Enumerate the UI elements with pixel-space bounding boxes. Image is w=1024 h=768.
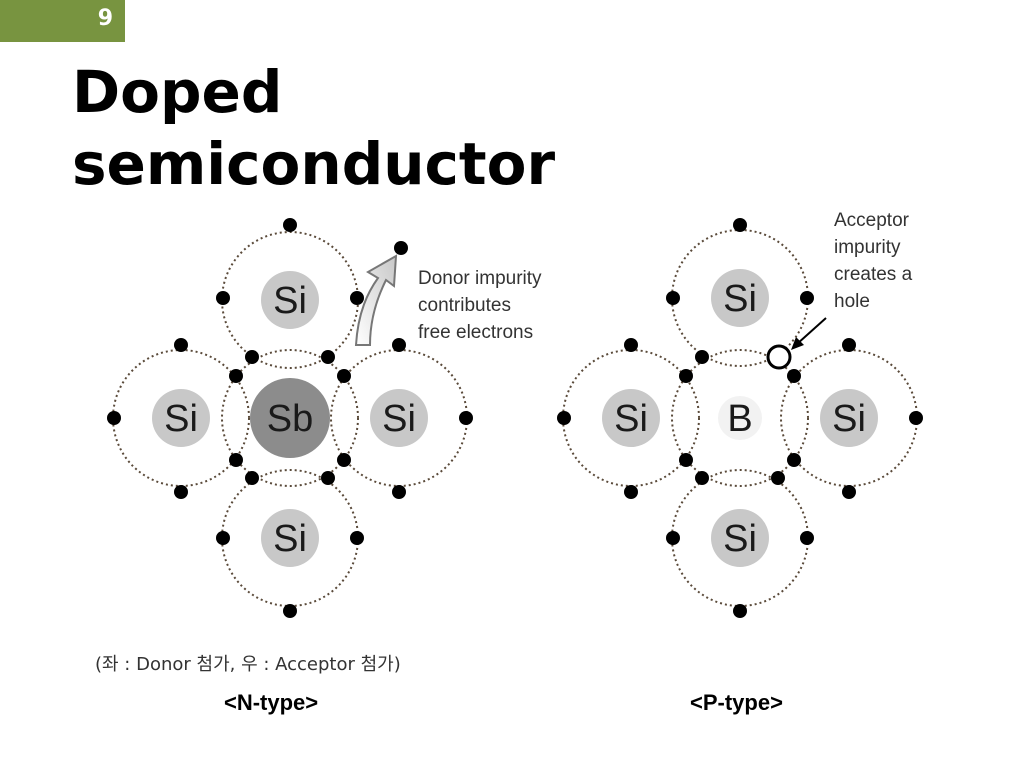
electron [321,350,335,364]
title-line-2: semiconductor [72,130,556,198]
electron [909,411,923,425]
p-type-label: <P-type> [690,690,783,715]
atom-label-left: Si [164,398,198,440]
electron [842,338,856,352]
acceptor-annotation: Acceptor impurity creates a hole [834,210,913,312]
atom-si-top [711,269,769,327]
atom-label-center: Sb [267,398,313,440]
atom-b-center [718,396,762,440]
electron [557,411,571,425]
atom-sb-center [250,378,330,458]
electron [787,453,801,467]
atom-label-center: B [727,398,752,440]
electron [666,291,680,305]
free-electron-arrow [354,254,398,346]
atom-si-left [152,389,210,447]
atom-si-bottom [711,509,769,567]
hole-marker [766,344,792,370]
acceptor-annotation-line-3: creates a [834,264,913,285]
acceptor-annotation-line-1: Acceptor [834,210,910,231]
electron [216,291,230,305]
electron [321,471,335,485]
electron [174,338,188,352]
electron [283,604,297,618]
slide-number-badge: 9 [0,0,125,42]
atom-label-left: Si [614,398,648,440]
atom-si-bottom [261,509,319,567]
orbit-center [671,349,809,487]
electron [666,531,680,545]
p-type-lattice: Si Si B Si Si [557,210,923,618]
orbit-center [221,349,359,487]
electron [679,453,693,467]
donor-annotation: Donor impurity contributes free electron… [418,268,542,343]
electron [245,471,259,485]
slide-number: 9 [97,6,113,31]
electron [733,604,747,618]
n-type-label: <N-type> [224,690,319,715]
donor-annotation-line-2: contributes [418,295,511,316]
atom-label-bottom: Si [273,518,307,560]
atom-label-right: Si [382,398,416,440]
free-electron [394,241,408,255]
electron [842,485,856,499]
electron [771,471,785,485]
atom-si-right [820,389,878,447]
electron [350,291,364,305]
electron [229,369,243,383]
donor-annotation-line-3: free electrons [418,322,533,343]
p-type-electrons [557,218,923,618]
electron [733,218,747,232]
electron [679,369,693,383]
electron [216,531,230,545]
atom-label-right: Si [832,398,866,440]
atom-si-left [602,389,660,447]
hole-pointer-arrow [791,317,827,350]
atom-label-bottom: Si [723,518,757,560]
donor-annotation-line-1: Donor impurity [418,268,542,289]
electron [350,531,364,545]
electron [337,453,351,467]
title-line-1: Doped [72,58,283,126]
electron [245,350,259,364]
electron [800,291,814,305]
atom-si-right [370,389,428,447]
electron [229,453,243,467]
electron [392,338,406,352]
electron [695,471,709,485]
n-type-lattice: Si Si Sb Si Si [107,218,542,618]
atom-si-top [261,271,319,329]
electron [283,218,297,232]
electron [459,411,473,425]
acceptor-annotation-line-2: impurity [834,237,901,258]
electron [787,369,801,383]
electron [107,411,121,425]
electron [174,485,188,499]
acceptor-annotation-line-4: hole [834,291,870,312]
electron [695,350,709,364]
atom-label-top: Si [723,278,757,320]
figure-caption: (좌 : Donor 첨가, 우 : Acceptor 첨가) [95,654,401,675]
page-title: Doped semiconductor [72,56,555,200]
electron [337,369,351,383]
electron [392,485,406,499]
n-type-electrons [107,218,473,618]
atom-label-top: Si [273,280,307,322]
electron [624,485,638,499]
electron [800,531,814,545]
electron [624,338,638,352]
